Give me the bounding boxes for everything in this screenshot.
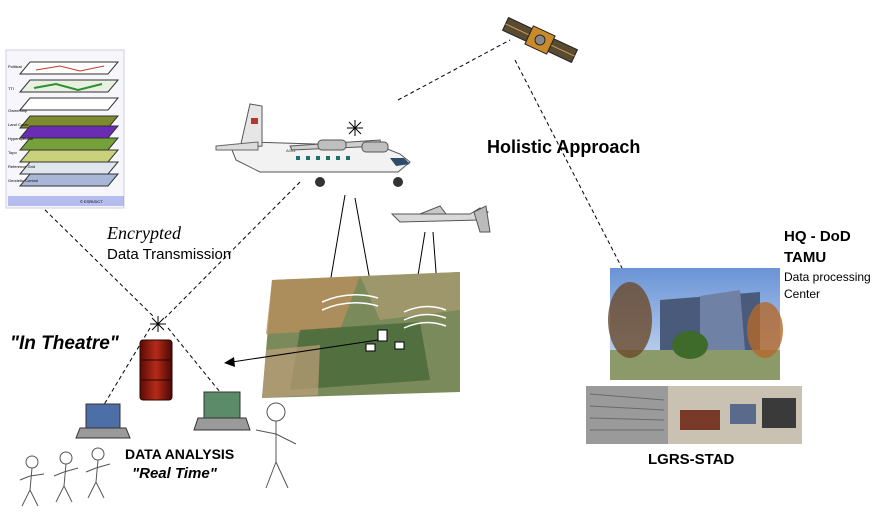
stick-figure [19, 455, 45, 507]
gis-layers [18, 61, 120, 187]
stick-figure [85, 447, 111, 499]
stick-figure [255, 402, 297, 489]
center-label: Center [784, 287, 821, 301]
gis-layer-label: TTI [8, 86, 14, 91]
encrypted-label: Encrypted [107, 223, 181, 243]
gis-layer-label: Ownership [8, 108, 28, 113]
gis-layer-label: Geodetic Control [8, 178, 38, 183]
data-transmission-label: Data Transmission [107, 246, 232, 263]
gis-copyright: © ESRI/DCT [80, 199, 103, 204]
stick-figure [53, 451, 79, 503]
data-analysis-label: DATA ANALYSIS [125, 446, 235, 462]
satellite-icon [501, 16, 579, 64]
operations-room-photo [668, 386, 802, 444]
link-gis-theatre [39, 204, 156, 319]
tamu-label: TAMU [784, 249, 827, 266]
gis-layer-label: Reference Grid [8, 164, 35, 169]
gis-layer-label: Hyperspectral [8, 136, 33, 141]
real-time-label: "Real Time" [132, 465, 217, 482]
server-room-photo [586, 386, 668, 444]
data-processing-label: Data processing [784, 270, 871, 284]
laptop-icon-left [75, 403, 131, 439]
link-satellite-aircraft [397, 39, 511, 101]
holistic-approach-label: Holistic Approach [487, 137, 641, 157]
hq-building-photo [608, 268, 783, 380]
terrain-imagery [262, 272, 460, 398]
analyst-figures [19, 402, 297, 507]
lgrs-stad-label: LGRS-STAD [648, 451, 735, 468]
data-flow-arrow [224, 339, 379, 367]
uav-icon [390, 205, 491, 233]
gis-layer-label: Topo [8, 150, 17, 155]
gis-layer-label: Political [8, 64, 22, 69]
link-satellite-hq [514, 59, 623, 269]
in-theatre-label: "In Theatre" [10, 333, 119, 354]
link-aircraft-theatre [164, 181, 301, 319]
server-icon [139, 316, 173, 401]
hq-dod-label: HQ - DoD [784, 228, 851, 245]
laptop-icon-right [193, 391, 251, 431]
gis-layer-stack: Political TTI Ownership Land Cover Hyper… [5, 49, 125, 209]
gis-layer-label: Land Cover [8, 122, 29, 127]
link-theatre-laptop-right [167, 327, 221, 393]
aircraft-marking: A003 [286, 148, 296, 153]
aircraft-icon: A003 [215, 103, 411, 187]
